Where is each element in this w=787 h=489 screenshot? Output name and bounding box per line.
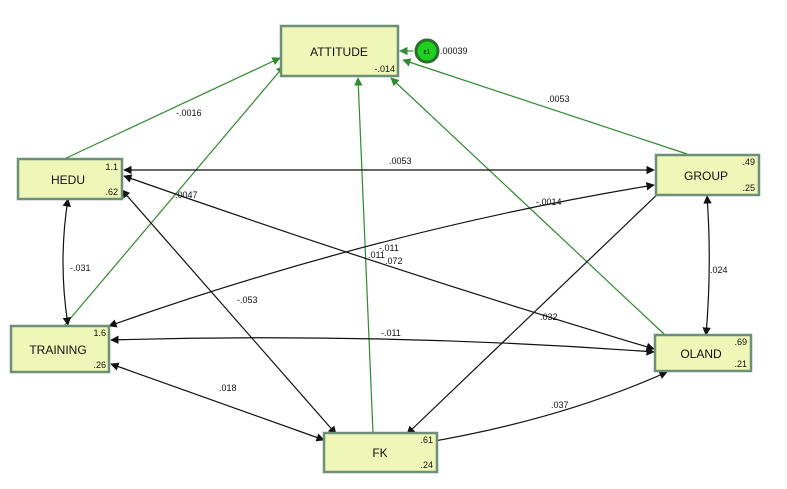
node-fk[interactable]: FK .61 .24: [322, 431, 439, 474]
coef-training-oland: -.011: [381, 328, 401, 338]
cov-group-fk: [406, 187, 665, 435]
coef-oland-attitude: -.0014: [536, 197, 562, 207]
coef-hedu-attitude: -.0016: [176, 108, 202, 118]
path-group-to-attitude: [402, 58, 688, 155]
node-stat-top: 1.6: [93, 328, 106, 338]
node-label: ATTITUDE: [310, 45, 368, 59]
coef-training-fk: .018: [219, 383, 237, 393]
node-stat-top: .61: [420, 435, 433, 445]
node-label: OLAND: [680, 347, 722, 361]
node-stat-top: .49: [742, 157, 755, 167]
path-oland-to-attitude: [390, 77, 666, 336]
path-hedu-to-attitude: [61, 57, 281, 161]
error-variance: .00039: [440, 46, 468, 56]
cov-hedu-training: [62, 198, 71, 326]
error-term[interactable]: ε1 .00039: [414, 38, 468, 64]
cov-hedu-fk: [121, 189, 337, 435]
node-stat-bottom: .24: [420, 460, 433, 470]
coef-hedu-oland: .072: [385, 256, 403, 266]
coef-hedu-group: .0053: [389, 156, 412, 166]
node-label: TRAINING: [29, 343, 86, 357]
node-attitude[interactable]: ATTITUDE -.014: [279, 24, 400, 78]
node-stat-bottom: .21: [734, 359, 747, 369]
node-stat-top: 1.1: [105, 162, 118, 172]
coef-training-attitude: .0047: [175, 190, 198, 200]
coef-group-oland: .024: [710, 265, 728, 275]
node-label: GROUP: [684, 169, 728, 183]
cov-training-oland: [110, 335, 655, 356]
node-stat-bottom: .25: [742, 183, 755, 193]
coef-hedu-training: -.031: [70, 263, 91, 273]
cov-training-fk: [110, 362, 325, 442]
coef-training-group: -.011: [379, 243, 399, 253]
coef-fk-attitude: .011: [368, 250, 385, 260]
node-group[interactable]: GROUP .49 .25: [654, 153, 761, 197]
coef-hedu-fk: -.053: [237, 295, 258, 305]
node-label: HEDU: [51, 173, 85, 187]
node-stat-bottom: -.014: [374, 64, 395, 74]
node-oland[interactable]: OLAND .69 .21: [653, 333, 753, 373]
coef-oland-fk: .037: [551, 400, 569, 410]
node-stat-top: .69: [734, 337, 747, 347]
error-label: ε1: [423, 49, 430, 56]
node-stat-bottom: .62: [105, 187, 118, 197]
cov-group-oland: [702, 195, 712, 336]
node-training[interactable]: TRAINING 1.6 .26: [9, 324, 111, 374]
coef-group-fk: .032: [540, 312, 558, 322]
coef-group-attitude: .0053: [547, 94, 570, 104]
cov-oland-fk: [422, 371, 668, 446]
node-label: FK: [372, 446, 387, 460]
node-hedu[interactable]: HEDU 1.1 .62: [16, 157, 124, 201]
node-stat-bottom: .26: [93, 360, 106, 370]
